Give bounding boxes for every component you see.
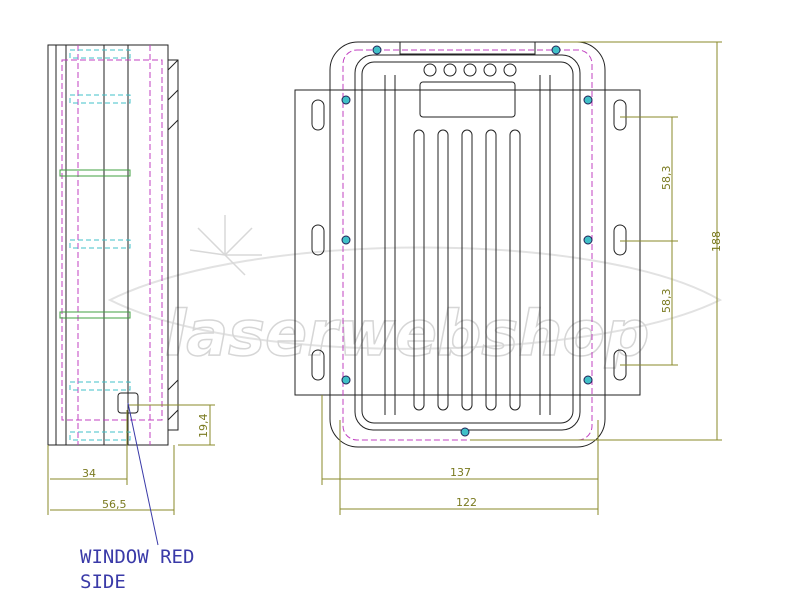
dim-137: 137 [450,466,471,479]
side-dimensions: 34 56,5 19,4 WINDOW RED SIDE [47,402,215,593]
sun-logo-icon [189,215,262,276]
watermark-text: laserwebshop [165,297,649,370]
watermark: laserwebshop [107,215,723,371]
mounting-slots [311,99,627,381]
side-view [47,44,179,446]
dim-58-3-top: 58,3 [660,166,673,191]
screw-holes [341,45,593,437]
dim-58-3-bottom: 58,3 [660,289,673,314]
red-window [117,392,139,414]
front-view [294,41,641,448]
dim-188: 188 [710,231,723,252]
dim-34: 34 [82,467,96,480]
note-line-1: WINDOW RED [80,546,194,568]
dim-122: 122 [456,496,477,509]
front-dimensions: 137 122 188 58,3 58,3 [321,41,723,515]
note-line-2: SIDE [80,571,126,593]
dim-19-4: 19,4 [197,414,210,439]
dim-56-5: 56,5 [102,498,127,511]
